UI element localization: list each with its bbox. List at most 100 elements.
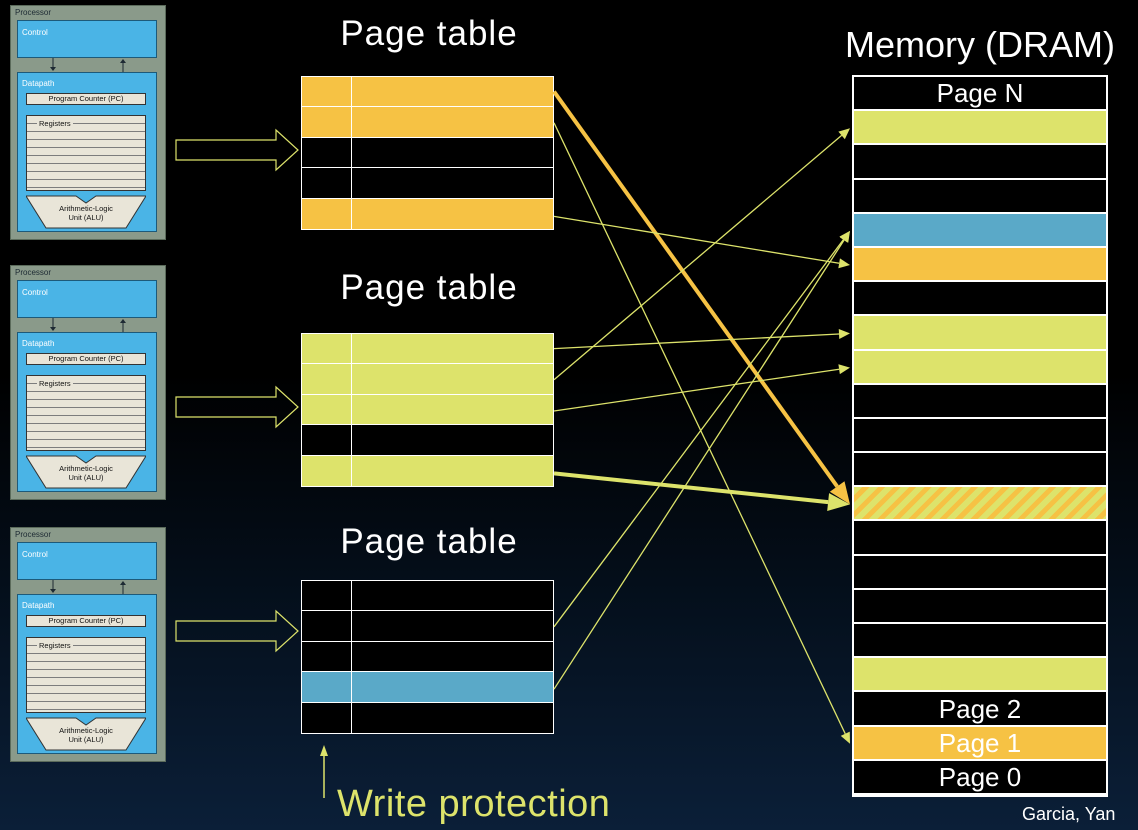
memory-page-slot (854, 555, 1106, 590)
registers: Registers (26, 115, 146, 191)
datapath: Datapath Program Counter (PC) Registers … (17, 594, 157, 754)
processor-to-table-arrow-1 (175, 128, 299, 172)
page-table-entry (301, 76, 554, 107)
page-table-entry (301, 580, 554, 611)
memory-page-slot (854, 111, 1106, 146)
page-table-entry (301, 106, 554, 137)
mapping-arrow (553, 215, 850, 269)
mapping-arrow (553, 230, 850, 690)
page-table-entry (301, 393, 554, 425)
memory-page-slot (854, 247, 1106, 283)
page-table-entry (301, 197, 554, 230)
page-table-2 (301, 333, 554, 487)
entry-divider (351, 168, 352, 198)
page-table-entry (301, 610, 554, 641)
processor-to-table-arrow-2 (175, 385, 299, 429)
processor-1: Processor Control Datapath Program Count… (10, 5, 166, 240)
program-counter: Program Counter (PC) (26, 615, 146, 627)
control-arrows (50, 580, 126, 594)
entry-divider (351, 394, 352, 425)
registers-label: Registers (37, 379, 73, 388)
control-label: Control (22, 550, 48, 559)
datapath: Datapath Program Counter (PC) Registers … (17, 72, 157, 232)
mapping-arrow (552, 90, 850, 505)
processor-title: Processor (15, 8, 52, 17)
mapping-arrow (553, 471, 850, 512)
entry-divider (351, 425, 352, 455)
datapath-label: Datapath (22, 601, 55, 610)
control-label: Control (22, 28, 48, 37)
control-unit: Control (17, 20, 157, 58)
entry-divider (351, 137, 352, 168)
memory-page-label: Page 0 (938, 761, 1022, 792)
alu-label-line1: Arithmetic-Logic (59, 726, 113, 735)
memory-page-slot (854, 282, 1106, 317)
write-protection-arrow-icon (320, 745, 328, 798)
alu-label-line2: Unit (ALU) (68, 213, 104, 222)
entry-divider (351, 198, 352, 229)
entry-divider (351, 364, 352, 394)
page-table-3 (301, 580, 554, 734)
alu-shape (25, 717, 147, 751)
page-table-entry (301, 640, 554, 672)
page-table-entry (301, 363, 554, 394)
control-unit: Control (17, 542, 157, 580)
page-table-title-3: Page table (340, 522, 518, 561)
memory-page-slot (854, 350, 1106, 385)
memory-page-label: Page N (936, 78, 1024, 109)
page-table-entry (301, 701, 554, 734)
datapath-label: Datapath (22, 339, 55, 348)
program-counter: Program Counter (PC) (26, 93, 146, 105)
registers: Registers (26, 637, 146, 713)
memory-page-slot (854, 384, 1106, 419)
registers-label: Registers (37, 641, 73, 650)
page-table-1 (301, 76, 554, 230)
memory-page-slot: Page N (854, 77, 1106, 112)
entry-divider (351, 611, 352, 641)
entry-divider (351, 702, 352, 733)
mapping-arrow (553, 230, 850, 628)
processor-2: Processor Control Datapath Program Count… (10, 265, 166, 500)
memory-page-slot (854, 521, 1106, 556)
entry-divider (351, 77, 352, 107)
page-table-entry (301, 424, 554, 455)
entry-divider (351, 581, 352, 611)
memory-page-slot: Page 2 (854, 692, 1106, 727)
control-arrows (50, 58, 126, 72)
mapping-arrow (553, 364, 850, 412)
registers: Registers (26, 375, 146, 451)
alu-label-line1: Arithmetic-Logic (59, 464, 113, 473)
entry-divider (351, 334, 352, 364)
memory-page-slot (854, 487, 1106, 522)
memory-page-slot (854, 453, 1106, 488)
page-table-entry (301, 454, 554, 487)
datapath: Datapath Program Counter (PC) Registers … (17, 332, 157, 492)
credit-label: Garcia, Yan (1022, 804, 1116, 824)
registers-label: Registers (37, 119, 73, 128)
memory-page-slot (854, 213, 1106, 248)
page-table-entry (301, 671, 554, 702)
page-table-entry (301, 167, 554, 198)
alu-shape (25, 455, 147, 489)
entry-divider (351, 107, 352, 137)
mapping-arrow (553, 122, 850, 744)
memory-page-slot (854, 179, 1106, 214)
memory-page-slot (854, 589, 1106, 625)
processor-title: Processor (15, 268, 52, 277)
memory-page-slot (854, 658, 1106, 693)
program-counter: Program Counter (PC) (26, 353, 146, 365)
memory-page-label: Page 2 (938, 693, 1022, 724)
memory-page-slot (854, 624, 1106, 659)
memory-page-slot: Page 1 (854, 726, 1106, 761)
entry-divider (351, 455, 352, 486)
control-label: Control (22, 288, 48, 297)
alu-label-line2: Unit (ALU) (68, 735, 104, 744)
control-arrows (50, 318, 126, 332)
